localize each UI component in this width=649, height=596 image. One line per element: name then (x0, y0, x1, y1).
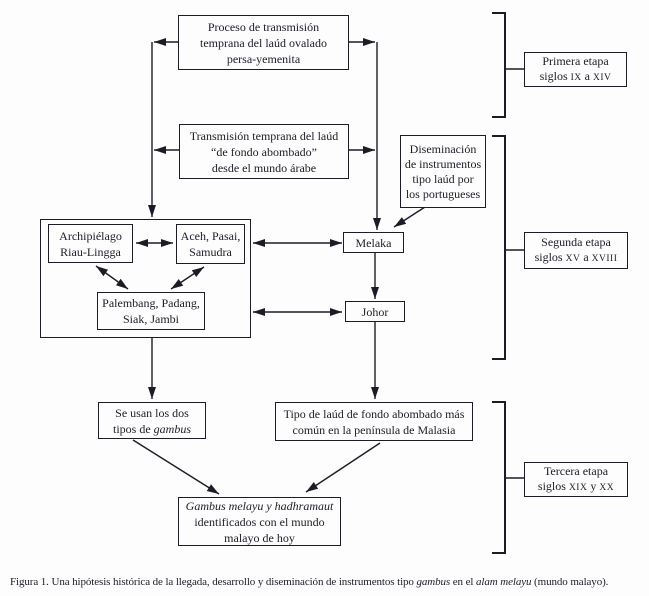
text-run: a (581, 68, 593, 83)
roman-numeral: XV (565, 253, 581, 264)
node-line: Se usan los dos (115, 405, 189, 420)
stage-box-primera-etapa: Primera etapa siglos IX a XIV (524, 52, 627, 87)
bracket-stage-1 (492, 12, 506, 118)
node-line: Melaka (355, 235, 392, 250)
node-line: tipos de gambus (113, 421, 191, 437)
bracket-stage-3 (492, 401, 506, 554)
arrow-diseminacion-to-melaka (393, 206, 426, 228)
node-line: Johor (361, 304, 389, 319)
text-run: y (587, 478, 600, 493)
node-line: malayo de hoy (224, 530, 295, 545)
stage-subtitle: siglos IX a XIV (540, 69, 612, 86)
figure-caption: Figura 1. Una hipótesis histórica de la … (10, 575, 649, 589)
arrows-group (95, 38, 426, 495)
caption-italic: gambus (416, 576, 451, 588)
caption-text: en el (450, 576, 476, 588)
roman-numeral: IX (570, 72, 582, 83)
node-line: Proceso de transmisión (207, 19, 320, 34)
node-transmision-temprana: Transmisión temprana del laúd “de fondo … (179, 124, 349, 179)
node-line: Siak, Jambi (123, 312, 179, 326)
node-line: Aceh, Pasai, (180, 229, 241, 243)
node-tipo-laud-malasia: Tipo de laúd de fondo abombado más común… (275, 402, 473, 441)
group-sumatra-region (40, 219, 251, 338)
stage-title: Tercera etapa (543, 463, 609, 478)
node-line: Samudra (189, 245, 232, 259)
node-line: de instrumentos (404, 156, 482, 171)
text-run: siglos (539, 68, 571, 83)
node-line: los portugueses (405, 186, 481, 201)
text-run: siglos (537, 478, 569, 493)
caption-text: (mundo malayo). (531, 576, 609, 588)
arrow-archipielago-palembang (95, 265, 129, 290)
node-palembang-padang-siak-jambi: Palembang, Padang, Siak, Jambi (97, 292, 205, 330)
node-line: Riau-Lingga (60, 244, 121, 259)
stage-title: Segunda etapa (541, 234, 611, 249)
node-se-usan-gambus: Se usan los dos tipos de gambus (98, 402, 206, 439)
node-line: Transmisión temprana del laúd (189, 128, 339, 143)
node-johor: Johor (345, 301, 405, 322)
roman-numeral: XIV (592, 72, 612, 83)
text-run: a (580, 249, 592, 264)
node-archipielago-riau-lingga: Archipiélago Riau-Lingga (48, 224, 133, 263)
brackets-group (492, 12, 524, 554)
node-line: Palembang, Padang, (102, 296, 200, 310)
arrow-tipo-laud-to-gambus-hoy (305, 442, 381, 493)
node-line: tipo laúd por (412, 171, 474, 186)
node-line: desde el mundo árabe (211, 160, 317, 175)
arrow-se-usan-to-gambus-hoy (132, 439, 220, 495)
bracket-stage-2 (492, 135, 506, 360)
node-proceso-transmision: Proceso de transmisión temprana del laúd… (178, 15, 349, 70)
text-run: siglos (534, 249, 566, 264)
text-run: tipos de (112, 421, 154, 436)
stage-subtitle: siglos XIX y XX (538, 479, 614, 496)
stage-box-tercera-etapa: Tercera etapa siglos XIX y XX (524, 462, 628, 497)
roman-numeral: XVIII (591, 253, 618, 264)
node-line: Archipiélago (59, 228, 122, 243)
stage-box-segunda-etapa: Segunda etapa siglos XV a XVIII (524, 232, 628, 269)
node-gambus-melayu-hoy: Gambus melayu y hadhramaut identificados… (178, 497, 341, 546)
node-line-italic: Gambus melayu y hadhramaut (185, 498, 334, 513)
stage-subtitle: siglos XV a XVIII (535, 250, 618, 267)
text-run-italic: gambus (153, 421, 191, 436)
node-diseminacion-portugueses: Diseminación de instrumentos tipo laúd p… (400, 135, 486, 208)
roman-numeral: XX (599, 482, 615, 493)
node-line: identificados con el mundo (194, 514, 325, 529)
stage-title: Primera etapa (542, 53, 609, 68)
node-line: común en la península de Malasia (292, 422, 456, 437)
arrow-aceh-palembang (170, 266, 205, 290)
node-aceh-pasai-samudra: Aceh, Pasai, Samudra (176, 224, 245, 264)
node-line: Diseminación (409, 141, 477, 156)
node-melaka: Melaka (343, 232, 404, 253)
node-line: “de fondo abombado” (211, 144, 317, 159)
caption-text: Figura 1. Una hipótesis histórica de la … (10, 576, 417, 588)
caption-italic: alam melayu (475, 576, 532, 588)
node-line: Tipo de laúd de fondo abombado más (283, 406, 465, 421)
node-line: persa-yemenita (226, 51, 301, 66)
roman-numeral: XIX (568, 482, 588, 493)
node-line: temprana del laúd ovalado (200, 35, 327, 50)
